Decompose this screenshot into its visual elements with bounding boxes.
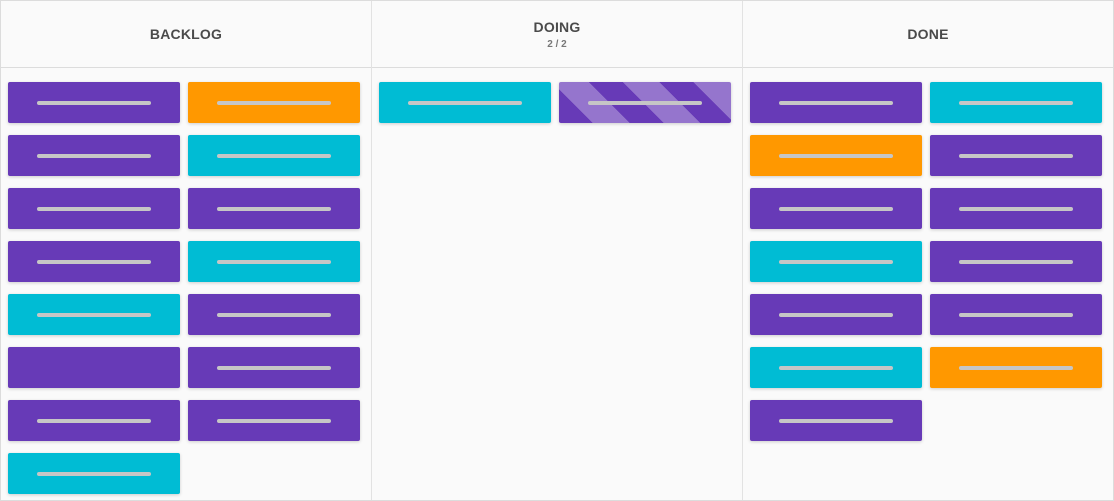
card-text-placeholder (217, 365, 331, 370)
task-card[interactable] (188, 135, 360, 176)
card-text-placeholder (37, 100, 151, 105)
task-card[interactable] (8, 400, 180, 441)
task-card[interactable] (930, 82, 1102, 123)
task-card[interactable] (8, 135, 180, 176)
column-title: DONE (907, 26, 949, 42)
task-card[interactable] (930, 135, 1102, 176)
task-card[interactable] (188, 347, 360, 388)
card-text-placeholder (779, 365, 893, 370)
column-doing: DOING 2 / 2 (372, 1, 743, 500)
column-header: DONE (743, 1, 1113, 68)
card-list (372, 68, 742, 123)
task-card[interactable] (188, 400, 360, 441)
card-text-placeholder (779, 259, 893, 264)
task-card[interactable] (188, 188, 360, 229)
task-card[interactable] (930, 188, 1102, 229)
column-done: DONE (743, 1, 1113, 500)
card-text-placeholder (217, 259, 331, 264)
card-text-placeholder (37, 206, 151, 211)
card-text-placeholder (959, 312, 1073, 317)
wip-limit-count: 2 / 2 (547, 38, 567, 50)
card-text-placeholder (779, 153, 893, 158)
column-backlog: BACKLOG (1, 1, 372, 500)
card-text-placeholder (779, 206, 893, 211)
card-text-placeholder (217, 418, 331, 423)
card-text-placeholder (37, 259, 151, 264)
task-card[interactable] (559, 82, 731, 123)
card-text-placeholder (959, 100, 1073, 105)
task-card[interactable] (930, 294, 1102, 335)
card-text-placeholder (408, 100, 522, 105)
task-card[interactable] (8, 347, 180, 388)
card-text-placeholder (959, 365, 1073, 370)
card-list (1, 68, 371, 494)
task-card[interactable] (750, 294, 922, 335)
task-card[interactable] (188, 241, 360, 282)
column-title: BACKLOG (149, 26, 223, 42)
task-card[interactable] (8, 294, 180, 335)
task-card[interactable] (750, 347, 922, 388)
card-text-placeholder (959, 153, 1073, 158)
column-header: DOING 2 / 2 (372, 1, 742, 68)
task-card[interactable] (188, 294, 360, 335)
card-text-placeholder (37, 471, 151, 476)
card-text-placeholder (37, 312, 151, 317)
card-text-placeholder (959, 206, 1073, 211)
task-card[interactable] (750, 135, 922, 176)
card-text-placeholder (779, 418, 893, 423)
card-text-placeholder (588, 100, 702, 105)
task-card[interactable] (8, 241, 180, 282)
card-text-placeholder (959, 259, 1073, 264)
task-card[interactable] (930, 347, 1102, 388)
task-card[interactable] (8, 188, 180, 229)
task-card[interactable] (379, 82, 551, 123)
task-card[interactable] (8, 453, 180, 494)
card-text-placeholder (217, 312, 331, 317)
task-card[interactable] (188, 82, 360, 123)
task-card[interactable] (8, 82, 180, 123)
card-list (743, 68, 1113, 441)
card-text-placeholder (217, 100, 331, 105)
task-card[interactable] (930, 241, 1102, 282)
task-card[interactable] (750, 241, 922, 282)
card-text-placeholder (217, 153, 331, 158)
card-text-placeholder (779, 312, 893, 317)
card-text-placeholder (779, 100, 893, 105)
task-card[interactable] (750, 188, 922, 229)
task-card[interactable] (750, 400, 922, 441)
card-text-placeholder (37, 418, 151, 423)
task-card[interactable] (750, 82, 922, 123)
column-title: DOING (533, 18, 581, 35)
column-header: BACKLOG (1, 1, 371, 68)
card-text-placeholder (217, 206, 331, 211)
card-text-placeholder (37, 153, 151, 158)
